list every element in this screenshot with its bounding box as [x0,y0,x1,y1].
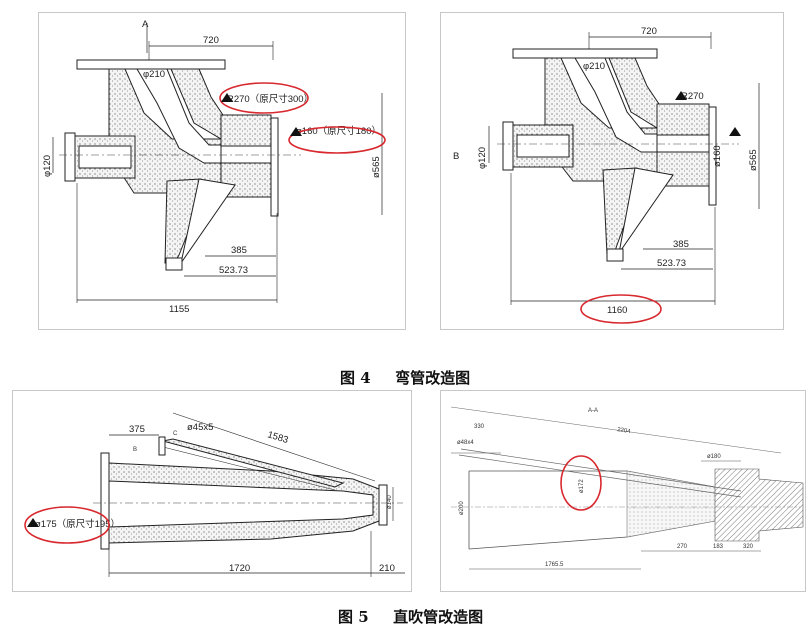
dim-385: 385 [231,245,247,256]
pipe-length: 1583 [266,429,289,446]
fig4-left-panel: A 720 φ210 R270（原尺寸300） ø160（原尺寸180） φ12… [38,12,406,330]
fig4-right-panel: B 720 φ210 R270 ø160 φ120 ø565 385 523.7… [440,12,784,330]
caption-text: 直吹管改造图 [393,608,484,626]
end-dimension: 210 [379,563,395,574]
radius-label: R270（原尺寸300） [227,93,313,105]
fig5-left-panel: 375 B C ø45x5 1583 ø175（原尺寸195） ø140 172… [12,390,412,592]
right-diameter: ø565 [371,156,382,178]
left-diameter: φ120 [42,155,53,177]
highlight-ellipse [219,82,309,114]
dim-330: 330 [474,424,485,430]
dim-385: 385 [673,239,689,250]
bottom-dimension: 1765.5 [545,562,564,568]
dim-c: C [173,431,178,437]
top-dimension: 720 [641,26,657,37]
bottom-dimension: 1720 [229,563,250,574]
nozzle-size: ø48x4 [457,440,474,446]
fig5-left-drawing: 375 B C ø45x5 1583 ø175（原尺寸195） ø140 172… [24,412,405,577]
marker-triangle-icon [675,91,687,100]
marker-triangle-icon [27,518,39,527]
marker-triangle-icon [290,127,302,136]
dim-b: B [133,447,137,453]
marker-triangle-icon [221,93,233,102]
fig5-right-panel: A-A 330 ø48x4 2204 ø200 ø180 ø172 270 18… [440,390,806,592]
outlet-diameter: ø140 [387,495,393,509]
highlight-ellipse [560,455,602,511]
fig5-right-drawing: A-A 330 ø48x4 2204 ø200 ø180 ø172 270 18… [450,406,804,570]
inlet-label: ø175（原尺寸195） [35,518,120,530]
dim-320: 320 [743,544,754,550]
marker-triangle-icon [729,127,741,136]
top-dimension: 720 [203,35,219,46]
mid-diameter: ø172 [579,479,585,493]
caption-text: 弯管改造图 [395,369,471,387]
pipe-length: 2204 [617,427,632,435]
radius-label: R270 [681,91,704,102]
section-title: A-A [588,408,598,414]
dim-180: ø180 [707,454,721,460]
pipe-diameter: φ210 [143,69,165,80]
highlight-ellipse [24,506,110,544]
fig5-caption: 图 5 直吹管改造图 [338,606,483,627]
dim-183: 183 [713,544,724,550]
fig4-left-drawing: A 720 φ210 R270（原尺寸300） ø160（原尺寸180） φ12… [42,19,386,315]
section-label: A [142,19,149,30]
highlight-ellipse [580,294,662,324]
highlight-ellipse [288,126,386,154]
nozzle-size: ø45x5 [187,422,213,433]
fig4-right-drawing: B 720 φ210 R270 ø160 φ120 ø565 385 523.7… [453,26,760,324]
fig4-caption: 图 4 弯管改造图 [340,367,470,388]
section-label: B [453,151,459,162]
dim-375: 375 [129,424,145,435]
inlet-diameter: ø200 [459,501,465,515]
outlet-label: ø160 [712,145,723,167]
right-diameter: ø565 [748,149,759,171]
pipe-diameter: φ210 [583,61,605,72]
caption-number: 图 4 [340,369,371,387]
dim-523: 523.73 [219,265,248,276]
caption-number: 图 5 [338,608,369,626]
left-diameter: φ120 [477,147,488,169]
dim-523: 523.73 [657,258,686,269]
bottom-dimension: 1155 [169,304,189,315]
dim-270: 270 [677,544,688,550]
bottom-dimension: 1160 [607,305,627,316]
